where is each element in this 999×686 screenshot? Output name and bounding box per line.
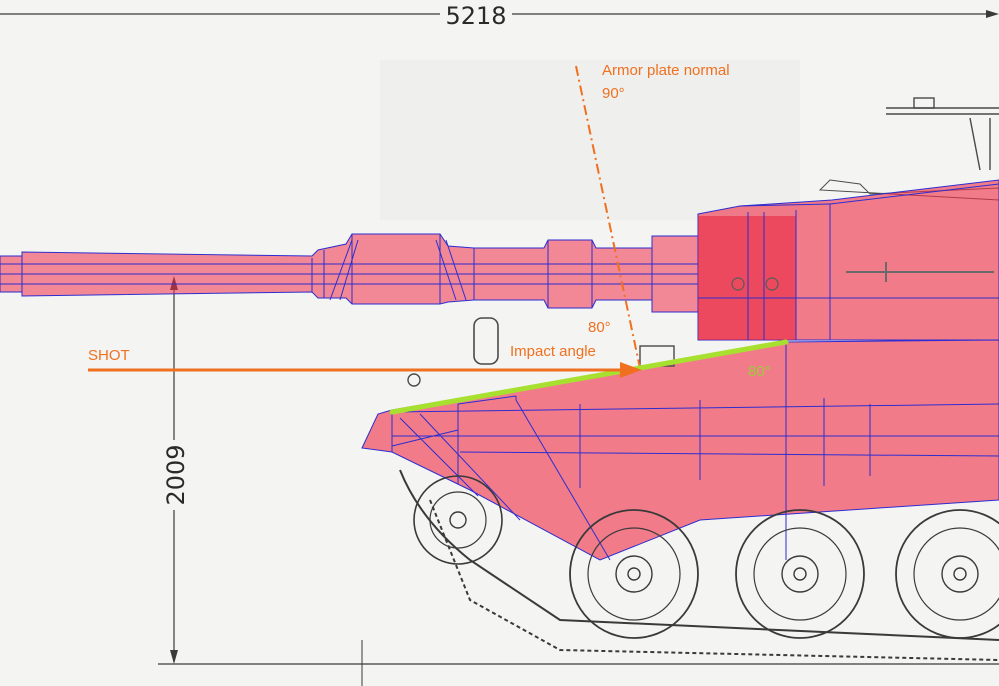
tow-hook: [407, 373, 421, 387]
plate-angle-value: 80°: [748, 363, 771, 380]
gun-barrel: [0, 233, 699, 313]
turret: [697, 97, 999, 341]
hull-armor-highlight: [361, 339, 999, 561]
armor-normal-label: Armor plate normal: [602, 62, 730, 79]
height-arrowhead-bottom: [170, 650, 178, 664]
road-wheel-1: [413, 475, 503, 565]
length-dimension-label: 5218: [445, 2, 506, 30]
road-wheel-4: [895, 509, 999, 639]
turret-hook-right: [765, 277, 779, 291]
shot-arrow: [88, 362, 642, 378]
track-upper-run: [399, 469, 999, 641]
height-dimension-label: 2009: [162, 444, 190, 505]
road-wheel-3: [735, 509, 865, 639]
armor-normal-line: [575, 65, 641, 369]
barrel-wireframe: [0, 234, 698, 312]
hull: [361, 317, 999, 561]
shot-label: SHOT: [88, 347, 130, 364]
length-arrowhead: [986, 10, 999, 18]
turret-roof-outline: [818, 179, 999, 201]
shot-arrowhead: [620, 362, 642, 378]
turret-hook-left: [731, 277, 745, 291]
glacis-plate-line: [389, 339, 789, 415]
normal-angle-label: 90°: [602, 85, 625, 102]
impact-angle-value: 80°: [588, 319, 611, 336]
road-wheel-2: [569, 509, 699, 639]
running-gear: [399, 469, 999, 661]
turret-wireframe: [698, 183, 999, 340]
roof-machine-gun: [886, 97, 999, 171]
track-lower-run: [429, 499, 999, 661]
length-dimension: 5218: [0, 2, 999, 30]
faded-background-print: [380, 60, 800, 220]
driver-periscope: [473, 317, 499, 365]
mantlet-armor: [698, 216, 796, 340]
impact-angle-label: Impact angle: [510, 343, 596, 360]
hull-wireframe: [391, 342, 999, 561]
